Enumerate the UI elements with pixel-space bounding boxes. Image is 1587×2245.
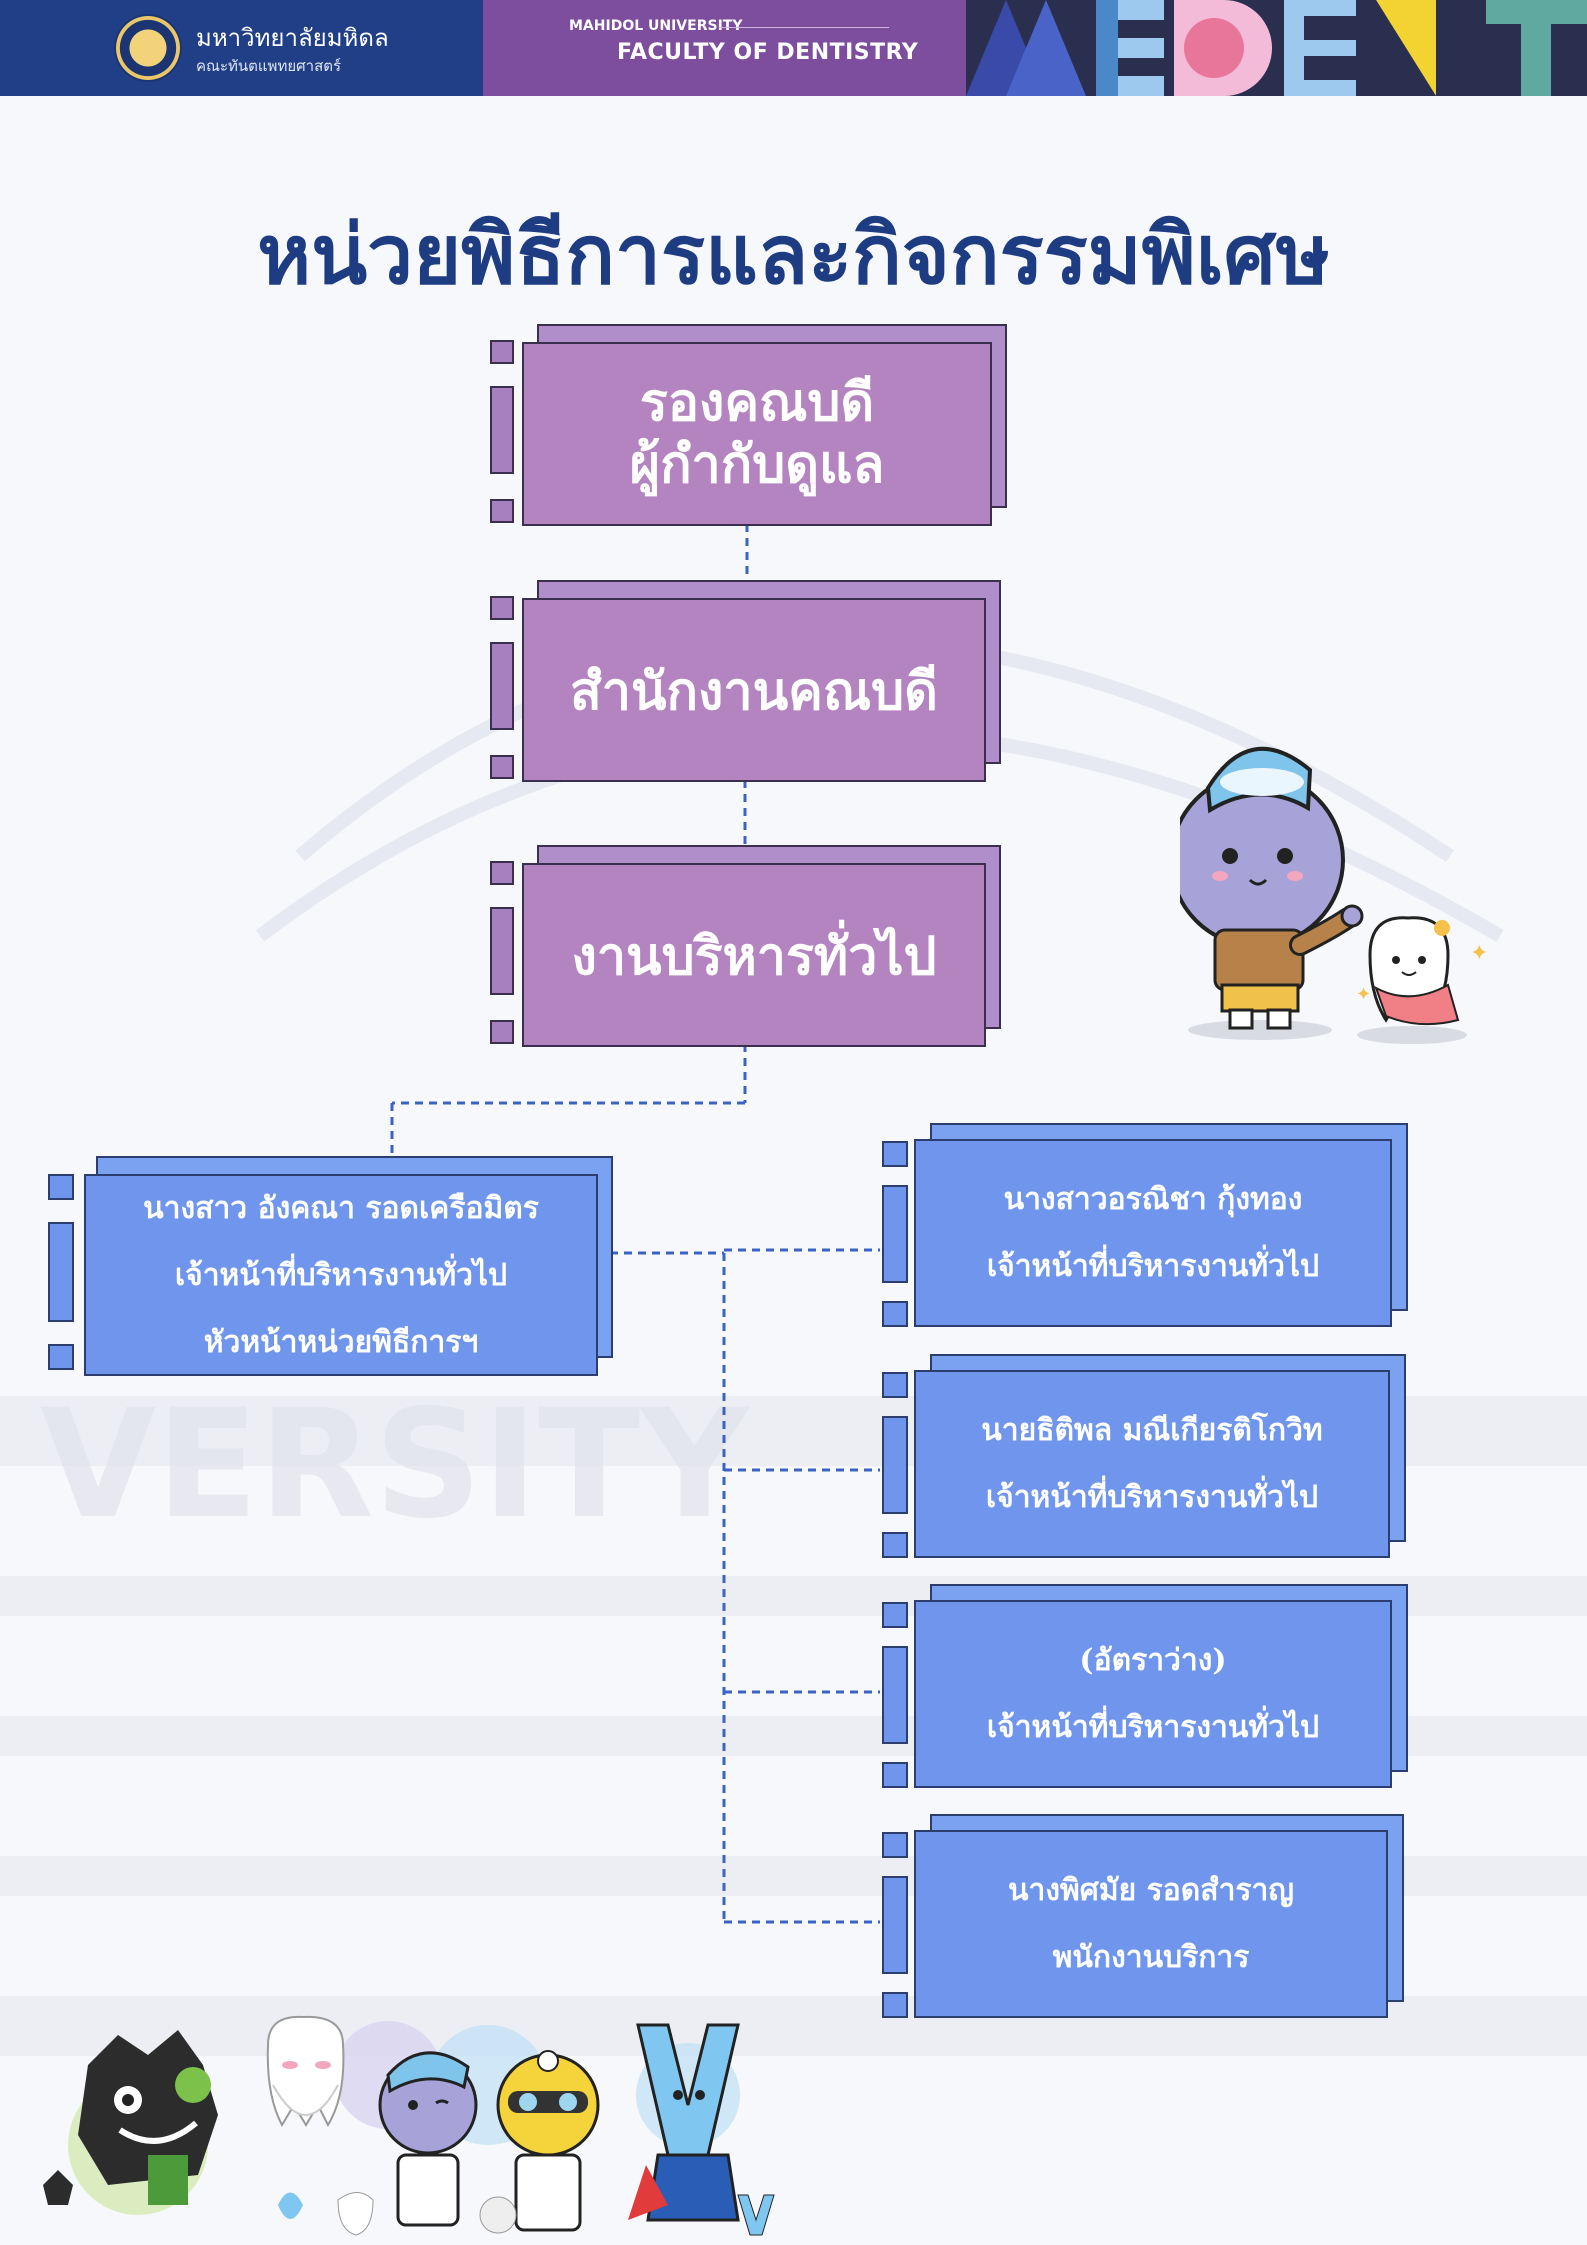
box-tab bbox=[490, 386, 514, 474]
v-mascot-icon bbox=[628, 2023, 740, 2222]
org-box-staff-2: นายธิติพล มณีเกียรติโกวิท เจ้าหน้าที่บริ… bbox=[880, 1354, 1410, 1562]
deputy-dean-line2: ผู้กำกับดูแล bbox=[629, 434, 885, 495]
box-tab bbox=[882, 1301, 908, 1327]
mascot-group-illustration bbox=[43, 2015, 775, 2236]
tooth-mascot-icon: ✦ ✦ bbox=[1356, 916, 1488, 1026]
faculty-name-en: FACULTY OF DENTISTRY bbox=[617, 40, 919, 65]
staff-3-name: (อัตราว่าง) bbox=[1079, 1643, 1227, 1678]
org-box-staff-1: นางสาวอรณิชา กุ้งทอง เจ้าหน้าที่บริหารงา… bbox=[880, 1123, 1410, 1331]
org-box-general-admin: งานบริหารทั่วไป bbox=[488, 845, 1008, 1047]
header-university-block: มหาวิทยาลัยมหิดล คณะทันตแพทยศาสตร์ bbox=[0, 0, 483, 96]
box-tab bbox=[882, 1992, 908, 2018]
box-tab bbox=[882, 1416, 908, 1514]
general-admin-label: งานบริหารทั่วไป bbox=[571, 925, 937, 987]
box-tab bbox=[490, 340, 514, 364]
box-tab bbox=[882, 1602, 908, 1628]
staff-4-position: พนักงานบริการ bbox=[1052, 1940, 1250, 1975]
staff-2-position: เจ้าหน้าที่บริหารงานทั่วไป bbox=[985, 1480, 1319, 1515]
svg-text:✦: ✦ bbox=[1470, 941, 1488, 966]
university-name-en: MAHIDOL UNIVERSITY bbox=[569, 18, 743, 34]
monster-mascot-icon bbox=[78, 2030, 218, 2205]
svg-text:✦: ✦ bbox=[1356, 984, 1371, 1005]
faculty-name-th: คณะทันตแพทยศาสตร์ bbox=[196, 57, 342, 75]
staff-4-name: นางพิศมัย รอดสำราญ bbox=[1008, 1873, 1294, 1908]
character-mascot-icon bbox=[1180, 746, 1364, 1030]
org-box-unit-head: นางสาว อังคณา รอดเครือมิตร เจ้าหน้าที่บร… bbox=[46, 1156, 616, 1376]
dean-office-label: สำนักงานคณบดี bbox=[570, 660, 938, 722]
box-tab bbox=[48, 1222, 74, 1322]
box-tab bbox=[882, 1372, 908, 1398]
org-box-dean-office: สำนักงานคณบดี bbox=[488, 580, 1008, 782]
header-divider bbox=[719, 27, 889, 28]
staff-3-position: เจ้าหน้าที่บริหารงานทั่วไป bbox=[986, 1710, 1320, 1745]
staff-2-name: นายธิติพล มณีเกียรติโกวิท bbox=[981, 1413, 1323, 1448]
tooth-elder-mascot-icon bbox=[266, 2015, 345, 2128]
unit-head-role: หัวหน้าหน่วยพิธีการฯ bbox=[203, 1324, 479, 1360]
box-tab bbox=[48, 1174, 74, 1200]
small-mascots-row bbox=[278, 2192, 775, 2236]
box-tab bbox=[882, 1832, 908, 1858]
box-tab bbox=[490, 1020, 514, 1044]
deputy-dean-line1: รองคณบดี bbox=[639, 372, 875, 433]
box-tab bbox=[882, 1141, 908, 1167]
header-banner: มหาวิทยาลัยมหิดล คณะทันตแพทยศาสตร์ MAHID… bbox=[0, 0, 1587, 96]
unit-head-name: นางสาว อังคณา รอดเครือมิตร bbox=[143, 1190, 539, 1226]
character-doctor-mascot-icon bbox=[378, 2051, 478, 2227]
university-name-th: มหาวิทยาลัยมหิดล bbox=[196, 24, 389, 52]
org-box-staff-3: (อัตราว่าง) เจ้าหน้าที่บริหารงานทั่วไป bbox=[880, 1584, 1410, 1792]
org-box-deputy-dean: รองคณบดี ผู้กำกับดูแล bbox=[488, 324, 1008, 526]
box-tab bbox=[490, 907, 514, 995]
page-title: หน่วยพิธีการและกิจกรรมพิเศษ bbox=[257, 207, 1330, 303]
engineer-mascot-icon bbox=[496, 2050, 600, 2232]
box-tab bbox=[882, 1646, 908, 1744]
staff-1-position: เจ้าหน้าที่บริหารงานทั่วไป bbox=[986, 1249, 1320, 1284]
staff-1-name: นางสาวอรณิชา กุ้งทอง bbox=[1003, 1182, 1303, 1217]
mascot-pair-illustration: ✦ ✦ bbox=[1180, 746, 1488, 1044]
medent-brand-graphic bbox=[966, 0, 1587, 96]
org-box-staff-4: นางพิศมัย รอดสำราญ พนักงานบริการ bbox=[880, 1814, 1410, 2022]
header-faculty-block: MAHIDOL UNIVERSITY FACULTY OF DENTISTRY bbox=[483, 0, 966, 96]
box-tab bbox=[48, 1344, 74, 1370]
box-tab bbox=[882, 1762, 908, 1788]
unit-head-position: เจ้าหน้าที่บริหารงานทั่วไป bbox=[174, 1257, 508, 1293]
box-tab bbox=[490, 596, 514, 620]
box-tab bbox=[882, 1532, 908, 1558]
medent-logo-icon bbox=[966, 0, 1587, 96]
svg-text:VERSITY: VERSITY bbox=[40, 1378, 751, 1552]
box-tab bbox=[490, 642, 514, 730]
box-tab bbox=[882, 1876, 908, 1974]
box-tab bbox=[490, 861, 514, 885]
box-tab bbox=[490, 499, 514, 523]
university-seal-icon bbox=[114, 14, 182, 82]
box-tab bbox=[490, 755, 514, 779]
box-tab bbox=[882, 1185, 908, 1283]
